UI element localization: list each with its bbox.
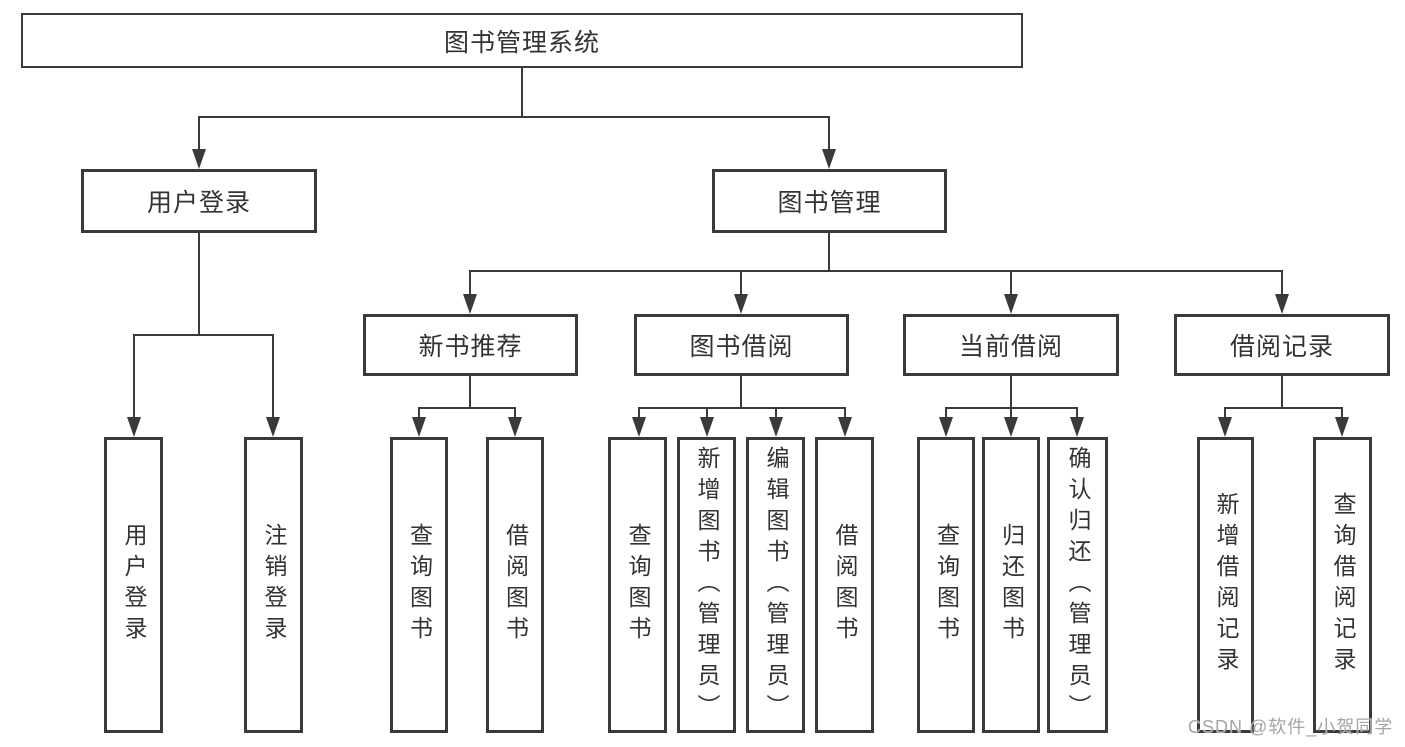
node-label: 当前借阅 xyxy=(958,333,1063,361)
arrow-down-icon xyxy=(939,417,953,437)
connector-vline xyxy=(469,270,471,295)
connector-vline xyxy=(1341,407,1343,419)
arrow-down-icon xyxy=(1004,294,1018,314)
node-label: 借阅图书 xyxy=(832,523,858,647)
connector-vline xyxy=(1224,407,1226,419)
arrow-down-icon xyxy=(1335,417,1349,437)
node-label: 注销登录 xyxy=(261,523,287,647)
arrow-down-icon xyxy=(192,149,206,169)
node-current-borrowing: 当前借阅 xyxy=(903,314,1119,376)
node-label: 借阅图书 xyxy=(502,523,529,647)
leaf-user-login: 用户登录 xyxy=(104,437,163,733)
arrow-down-icon xyxy=(838,417,852,437)
connector-vline xyxy=(828,116,830,150)
arrow-down-icon xyxy=(127,417,141,437)
node-label: 用户登录 xyxy=(146,189,251,217)
node-label: 查询借阅记录 xyxy=(1330,492,1356,678)
connector-vline xyxy=(775,407,777,419)
connector-vline xyxy=(198,233,200,335)
arrow-down-icon xyxy=(769,417,783,437)
node-book-borrowing: 图书借阅 xyxy=(634,314,849,376)
leaf-add-borrow-record: 新增借阅记录 xyxy=(1197,437,1254,733)
connector-vline xyxy=(133,334,135,418)
connector-vline xyxy=(1281,376,1283,408)
leaf-return-book: 归还图书 xyxy=(982,437,1040,733)
arrow-down-icon xyxy=(266,417,280,437)
node-label: 查询图书 xyxy=(933,523,960,647)
leaf-query-books-borrowing: 查询图书 xyxy=(608,437,667,733)
arrow-down-icon xyxy=(463,294,477,314)
connector-vline xyxy=(828,233,830,272)
node-label: 图书借阅 xyxy=(689,333,794,361)
node-label: 借阅记录 xyxy=(1229,333,1334,361)
connector-vline xyxy=(521,68,523,117)
node-label: 用户登录 xyxy=(121,523,147,647)
node-label: 图书管理系统 xyxy=(443,28,600,57)
node-label: 新增借阅记录 xyxy=(1213,492,1239,678)
connector-hline xyxy=(638,407,845,409)
connector-vline xyxy=(706,407,708,419)
connector-vline xyxy=(1281,270,1283,295)
node-label: 查询图书 xyxy=(625,523,651,647)
connector-vline xyxy=(469,376,471,408)
leaf-query-books-current: 查询图书 xyxy=(917,437,975,733)
node-new-book-recommendation: 新书推荐 xyxy=(363,314,578,376)
connector-vline xyxy=(1010,376,1012,408)
arrow-down-icon xyxy=(1218,417,1232,437)
node-label: 编辑图书（管理员） xyxy=(763,445,789,725)
leaf-confirm-return-admin: 确认归还（管理员） xyxy=(1047,437,1108,733)
node-label: 归还图书 xyxy=(998,523,1025,647)
connector-vline xyxy=(740,376,742,408)
connector-vline xyxy=(638,407,640,419)
csdn-watermark: CSDN @软件_小贺同学 xyxy=(1188,717,1394,737)
node-label: 新增图书（管理员） xyxy=(694,445,720,725)
connector-vline xyxy=(1010,270,1012,295)
leaf-borrow-books: 借阅图书 xyxy=(815,437,874,733)
connector-vline xyxy=(418,407,420,419)
connector-hline xyxy=(133,334,274,336)
leaf-borrow-books-recommend: 借阅图书 xyxy=(486,437,544,733)
arrow-down-icon xyxy=(412,417,426,437)
arrow-down-icon xyxy=(734,294,748,314)
arrow-down-icon xyxy=(700,417,714,437)
connector-vline xyxy=(272,334,274,418)
leaf-query-borrow-record: 查询借阅记录 xyxy=(1313,437,1372,733)
node-borrowing-records: 借阅记录 xyxy=(1174,314,1390,376)
leaf-add-book-admin: 新增图书（管理员） xyxy=(677,437,736,733)
connector-hline xyxy=(469,270,1283,272)
connector-vline xyxy=(1010,407,1012,419)
connector-vline xyxy=(198,116,200,150)
arrow-down-icon xyxy=(1004,417,1018,437)
connector-vline xyxy=(740,270,742,295)
connector-vline xyxy=(945,407,947,419)
arrow-down-icon xyxy=(1275,294,1289,314)
arrow-down-icon xyxy=(632,417,646,437)
node-book-management: 图书管理 xyxy=(712,169,947,233)
connector-vline xyxy=(514,407,516,419)
connector-hline xyxy=(418,407,516,409)
arrow-down-icon xyxy=(1070,417,1084,437)
connector-vline xyxy=(1076,407,1078,419)
leaf-edit-book-admin: 编辑图书（管理员） xyxy=(746,437,805,733)
node-library-management-system: 图书管理系统 xyxy=(21,13,1023,68)
leaf-query-books-recommend: 查询图书 xyxy=(390,437,448,733)
node-label: 新书推荐 xyxy=(418,333,523,361)
node-label: 图书管理 xyxy=(777,189,882,217)
node-user-login: 用户登录 xyxy=(81,169,317,233)
arrow-down-icon xyxy=(508,417,522,437)
arrow-down-icon xyxy=(822,149,836,169)
node-label: 确认归还（管理员） xyxy=(1065,445,1091,725)
connector-vline xyxy=(844,407,846,419)
connector-hline xyxy=(198,116,830,118)
leaf-logout: 注销登录 xyxy=(244,437,303,733)
node-label: 查询图书 xyxy=(406,523,433,647)
connector-hline xyxy=(1224,407,1343,409)
